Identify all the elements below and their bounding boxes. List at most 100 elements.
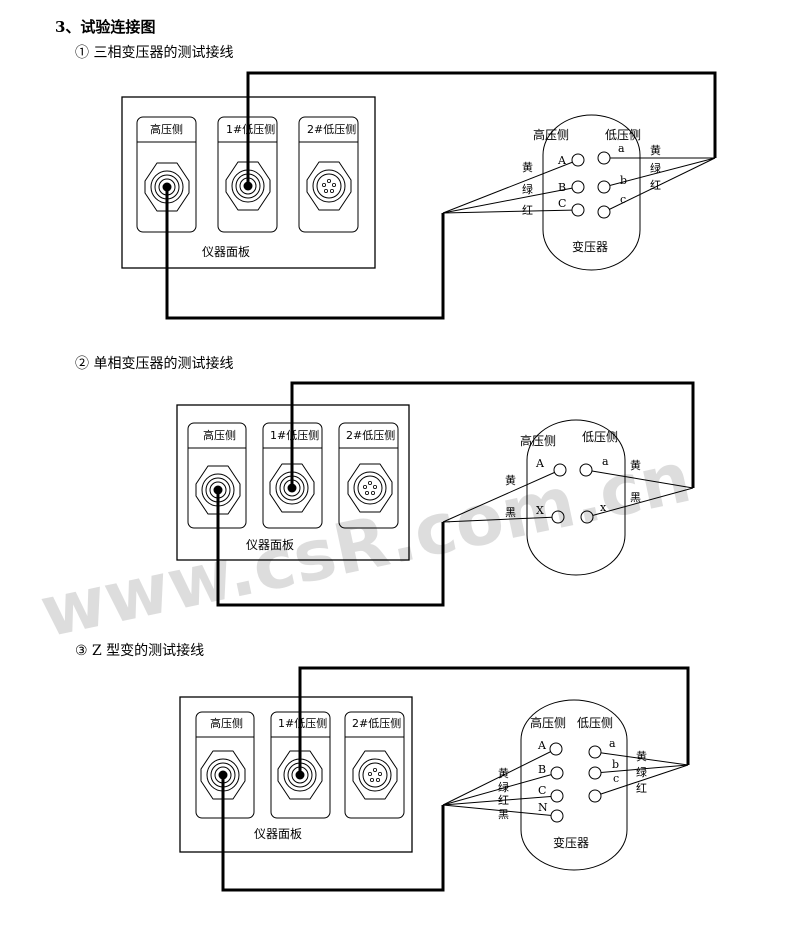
terminal-label: X <box>536 504 544 517</box>
slot-label: 高压侧 <box>150 122 183 136</box>
connector-housing <box>195 465 241 515</box>
slot-label: 2#低压侧 <box>307 123 356 136</box>
connector-housing <box>277 750 323 800</box>
diagram-caption: ② 单相变压器的测试接线 <box>75 355 233 372</box>
terminal-label: b <box>612 758 619 771</box>
wire-color-label: 绿 <box>498 780 509 794</box>
diagram-single-phase: ② 单相变压器的测试接线 高压侧 1#低压侧 2#低压侧 仪器面板 高压侧 低压… <box>75 355 641 552</box>
connector-pin <box>367 772 372 777</box>
transformer-terminal <box>588 745 602 759</box>
hv-test-cable <box>216 490 445 607</box>
panel-label: 仪器面板 <box>254 827 302 841</box>
terminal-label: c <box>613 772 619 785</box>
terminal-label: c <box>620 193 626 206</box>
wire-color-label: 红 <box>498 794 509 807</box>
hv-clip-lead <box>442 795 558 806</box>
transformer-terminal <box>597 180 611 194</box>
transformer-terminal <box>551 510 565 524</box>
diagram-caption: ③ Z 型变的测试接线 <box>75 642 204 659</box>
terminal-label: a <box>618 142 625 155</box>
hv-clip-lead <box>442 186 579 214</box>
connector-pin <box>364 490 369 495</box>
transformer-terminal <box>550 809 564 823</box>
transformer-label: 变压器 <box>553 835 589 850</box>
terminal-label: a <box>602 455 609 468</box>
slot-label: 2#低压侧 <box>346 429 395 442</box>
connector-pin <box>372 484 377 489</box>
wire-color-label: 红 <box>522 204 533 217</box>
panel-label: 仪器面板 <box>246 538 294 552</box>
hv-clip-lead <box>442 469 561 523</box>
wire-color-label: 黄 <box>636 749 647 763</box>
connector-housing <box>200 750 246 800</box>
wire-color-label: 红 <box>636 782 647 795</box>
connector-pin <box>372 768 377 773</box>
connector-pin <box>369 778 374 783</box>
wire-color-label: 黑 <box>630 491 641 504</box>
terminal-label: a <box>609 737 616 750</box>
lv-clip-lead <box>594 751 689 766</box>
diagram-graphics <box>121 71 717 320</box>
slot-label: 1#低压侧 <box>270 429 319 442</box>
lv-test-cable <box>246 71 717 186</box>
hv-clip-lead <box>442 804 558 817</box>
diagram-caption: ① 三相变压器的测试接线 <box>75 44 233 61</box>
connector-housing <box>269 463 315 513</box>
lv-test-cable <box>290 381 695 488</box>
hv-side-label: 高压侧 <box>533 127 569 142</box>
hv-test-cable <box>165 187 445 320</box>
wire-color-label: 绿 <box>522 182 533 196</box>
lv-clip-lead <box>594 764 689 774</box>
wire-color-label: 黄 <box>522 160 533 174</box>
connector-ring <box>316 173 342 199</box>
transformer-terminal <box>571 180 585 194</box>
hv-clip-lead <box>442 772 558 806</box>
connector-ring <box>312 169 346 203</box>
connector-housing <box>306 161 352 211</box>
transformer-terminal <box>549 742 563 756</box>
lv-clip-lead <box>586 487 694 518</box>
slot-label: 高压侧 <box>210 716 243 730</box>
connector-pin <box>326 178 331 183</box>
connector-pin <box>321 182 326 187</box>
wire-color-label: 绿 <box>650 161 661 175</box>
lv-clip-lead <box>603 157 716 188</box>
terminal-label: C <box>538 784 546 797</box>
wire-color-label: 黑 <box>498 808 509 821</box>
section-title: 3、试验连接图 <box>55 18 155 36</box>
terminal-label: C <box>558 197 566 210</box>
transformer-terminal <box>588 766 602 780</box>
slot-label: 2#低压侧 <box>352 717 401 730</box>
hv-test-cable <box>221 775 445 892</box>
terminal-label: A <box>557 154 567 167</box>
connector-pin <box>377 772 382 777</box>
transformer-terminal <box>597 205 611 219</box>
connector-ring <box>362 762 388 788</box>
terminal-label: b <box>620 174 627 187</box>
connector-housing <box>347 463 393 513</box>
hv-clip-lead <box>442 159 579 214</box>
transformer-label: 变压器 <box>572 239 608 254</box>
transformer-terminal <box>553 463 567 477</box>
lv-clip-lead <box>603 157 716 213</box>
lv-side-label: 低压侧 <box>577 716 613 730</box>
slot-label: 1#低压侧 <box>278 717 327 730</box>
terminal-label: x <box>600 501 607 514</box>
connector-housing <box>352 750 398 800</box>
connector-pin <box>367 480 372 485</box>
transformer-terminal <box>550 766 564 780</box>
connector-ring <box>358 758 392 792</box>
terminal-label: A <box>537 739 547 752</box>
panel-slot <box>195 711 255 819</box>
hv-clip-lead <box>442 516 559 523</box>
diagram-three-phase: ① 三相变压器的测试接线 高压侧 1#低压侧 2#低压侧 仪器面板 高压侧 低压… <box>75 44 661 259</box>
wire-color-label: 黄 <box>505 473 516 487</box>
connector-pin <box>370 490 375 495</box>
diagram-graphics <box>179 666 690 892</box>
terminal-label: A <box>535 457 545 470</box>
slot-label: 1#低压侧 <box>226 123 275 136</box>
transformer-body <box>526 419 626 576</box>
connector-ring <box>353 471 387 505</box>
connector-housing <box>225 161 271 211</box>
